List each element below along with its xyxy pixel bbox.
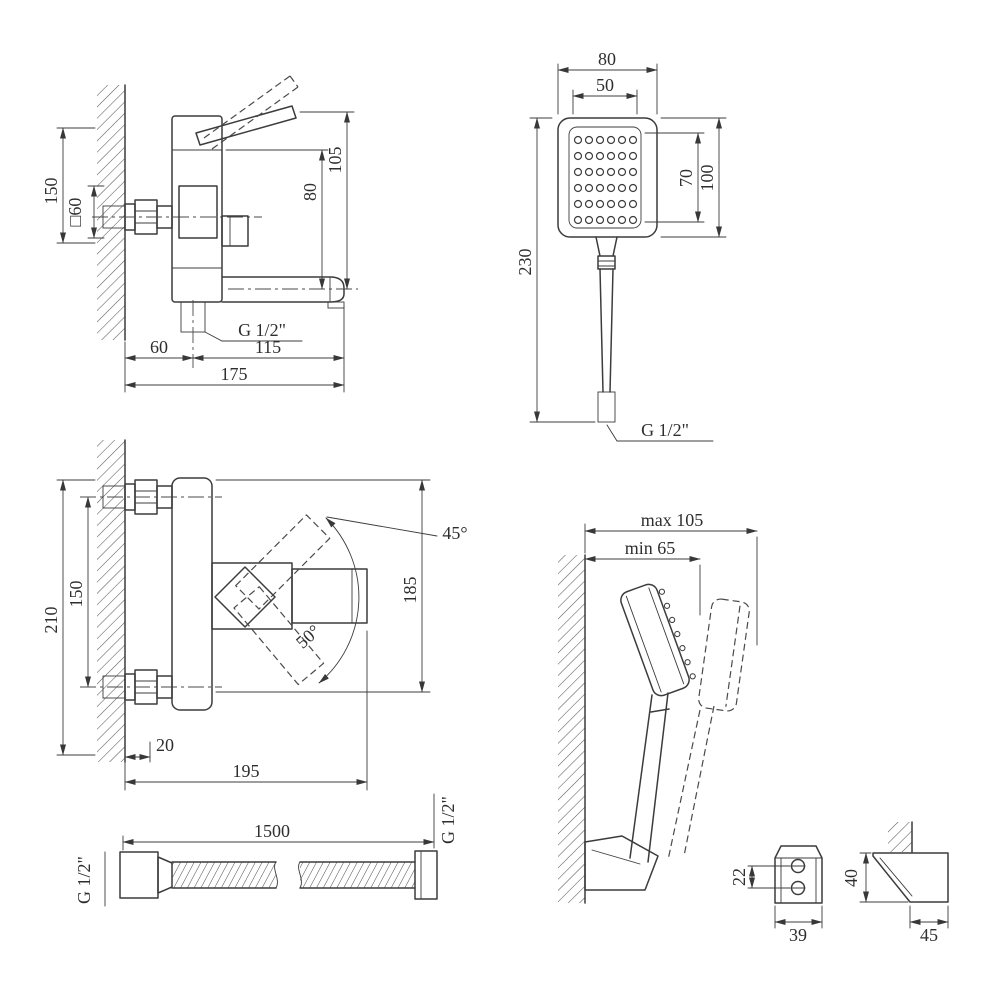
dimensions-hand-shower: 80 50 70 100 230 G 1/2" (515, 49, 727, 442)
dim-label-50deg: 50° (292, 621, 324, 653)
dim-label-185: 185 (400, 577, 420, 604)
bracket-front (774, 845, 823, 904)
mixer-body (171, 115, 249, 303)
wall-hatch-front (97, 440, 125, 762)
bracket-side (872, 821, 949, 903)
lower-wall-connector (80, 669, 222, 705)
dimensions-bracket-front: 22 39 (729, 865, 823, 945)
dim-label-20: 20 (156, 735, 174, 755)
spout-front (291, 568, 368, 624)
cartridge-section (178, 185, 218, 239)
hose-nut-right (414, 850, 438, 900)
hand-shower-alt-position (698, 598, 750, 712)
view-shower-holder-mounted: max 105 min 65 (558, 510, 758, 904)
wall-hatch-stub (888, 822, 912, 852)
dim-label-80w: 80 (598, 49, 616, 69)
dim-label-square60: □60 (65, 198, 85, 227)
shower-handle (595, 236, 618, 423)
dimensions-mixer-front: 210 150 185 20 195 (41, 479, 431, 791)
hose-nut-left (119, 851, 159, 899)
dim-label-150: 150 (41, 178, 61, 205)
dim-label-45: 45 (920, 925, 938, 945)
dimensions-bracket-side: 40 45 (841, 852, 949, 945)
dim-label-175: 175 (221, 364, 248, 384)
dimensions-mixer-side: 150 □60 105 80 G 1/2" 60 115 175 (41, 111, 355, 393)
nozzle-dots-side (658, 588, 696, 680)
dim-label-210: 210 (41, 607, 61, 634)
dim-label-70: 70 (676, 169, 696, 187)
aerator (327, 301, 345, 309)
view-mixer-side: 150 □60 105 80 G 1/2" 60 115 175 (41, 75, 358, 393)
dim-label-230: 230 (515, 249, 535, 276)
dim-label-min65: min 65 (625, 538, 676, 558)
hose-neck (157, 856, 173, 894)
view-hand-shower: 80 50 70 100 230 G 1/2" (515, 49, 727, 442)
dimensions-hose: 1500 G 1/2" (122, 793, 458, 851)
dim-label-60: 60 (150, 337, 168, 357)
dim-label-22: 22 (729, 868, 749, 886)
hand-shower-in-holder (620, 583, 696, 697)
view-mixer-front: 45° 50° 210 150 185 20 195 (41, 439, 468, 791)
holder-bracket (584, 835, 659, 891)
wall-hatch (97, 85, 125, 340)
shower-face-plate (568, 126, 642, 229)
shower-head (557, 117, 658, 238)
lever-handle (195, 105, 297, 146)
swing-arc (318, 517, 360, 684)
handle-in-holder (629, 692, 715, 863)
dim-label-80: 80 (300, 183, 320, 201)
diverter-knob (221, 215, 249, 247)
mixer-body-front (171, 477, 368, 711)
view-shower-hose: G 1/2" 1500 G 1/2" (74, 793, 458, 907)
shower-nozzles (573, 135, 638, 225)
view-holder-detail: 22 39 40 45 (729, 821, 949, 945)
handle-escutcheon (214, 566, 276, 628)
handle-thread (597, 391, 616, 423)
dim-label-50: 50 (596, 75, 614, 95)
wall-connector (92, 199, 262, 235)
spout (221, 276, 358, 309)
dim-label-thread2: G 1/2" (641, 420, 689, 440)
dim-label-max105: max 105 (641, 510, 704, 530)
dim-label-150c: 150 (66, 581, 86, 608)
dim-label-105: 105 (325, 147, 345, 174)
dim-label-195: 195 (233, 761, 260, 781)
lever-handle-alt-position (203, 75, 299, 150)
lever-swing-down (233, 586, 325, 686)
wall-hatch-holder (558, 555, 585, 903)
dim-label-45deg: 45° (442, 523, 467, 543)
dim-label-thread: G 1/2" (238, 320, 286, 340)
dim-label-1500: 1500 (254, 821, 290, 841)
hose-body (171, 861, 416, 889)
dimensions-holder: max 105 min 65 (584, 510, 758, 646)
dim-label-39: 39 (789, 925, 807, 945)
dim-label-thread-right: G 1/2" (438, 796, 458, 844)
dim-label-100: 100 (697, 165, 717, 192)
dim-label-40: 40 (841, 869, 861, 887)
lever-swing-up (235, 514, 331, 610)
dim-label-thread-left: G 1/2" (74, 856, 94, 904)
dim-label-115: 115 (255, 337, 281, 357)
